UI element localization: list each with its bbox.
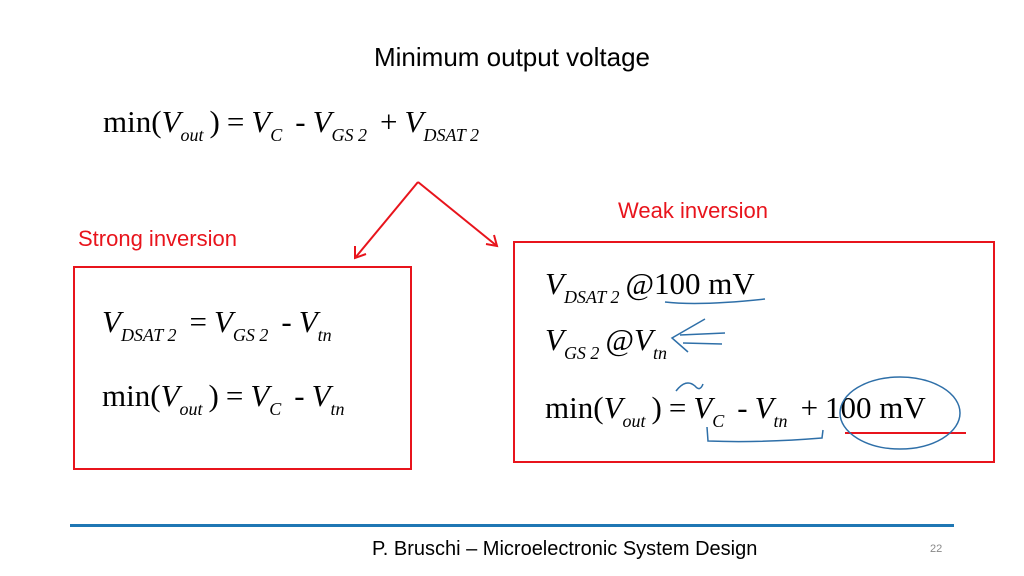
subscript: tn	[317, 325, 332, 345]
branch-arrows	[354, 181, 966, 434]
math-symbol: V	[312, 104, 332, 139]
weak-inversion-box	[513, 241, 995, 463]
ink-squiggle	[675, 382, 704, 392]
math-symbol: (	[150, 378, 161, 413]
subscript: DSAT 2	[120, 325, 177, 345]
math-symbol: V	[693, 390, 713, 425]
math-symbol: V	[404, 104, 424, 139]
math-symbol: min	[103, 104, 152, 139]
operator: -	[294, 378, 305, 413]
operator: +	[380, 104, 398, 139]
operator: =	[668, 390, 687, 425]
ink-arrow-vtn	[670, 318, 726, 353]
subscript: C	[269, 399, 282, 419]
equation-general: min(Vout)=VC-VGS 2+VDSAT 2	[103, 104, 485, 145]
arrow-to-weak	[417, 181, 498, 247]
math-symbol: V	[251, 104, 271, 139]
equation-vdsat-strong: VDSAT 2=VGS 2-Vtn	[102, 304, 338, 345]
arrowhead-weak	[485, 234, 499, 248]
math-symbol: V	[754, 390, 774, 425]
math-symbol: V	[603, 390, 623, 425]
equation-vdsat-weak: VDSAT 2@100 mV	[545, 266, 755, 307]
label-strong-inversion: Strong inversion	[78, 226, 237, 251]
math-symbol: )	[651, 390, 662, 425]
label-weak-inversion: Weak inversion	[618, 198, 768, 223]
handwritten-ink	[664, 298, 961, 450]
operator: =	[226, 104, 245, 139]
math-symbol: V	[545, 322, 564, 357]
operator: -	[295, 104, 306, 139]
ink-bracket	[706, 426, 824, 443]
math-symbol: @	[605, 322, 634, 357]
ink-circle	[839, 376, 961, 450]
math-symbol: min	[102, 378, 151, 413]
subscript: C	[270, 125, 283, 145]
equation-minvout-weak: min(Vout)=VC-Vtn+100 mV	[545, 390, 926, 431]
operator: -	[281, 304, 292, 339]
arrow-to-strong	[354, 181, 419, 259]
subscript: GS 2	[331, 125, 368, 145]
subscript: out	[622, 411, 646, 431]
math-symbol: V	[161, 104, 181, 139]
math-symbol: @	[625, 266, 655, 301]
subscript: DSAT 2	[563, 287, 620, 307]
subscript: tn	[652, 343, 667, 363]
math-symbol: (	[593, 390, 604, 425]
subscript: GS 2	[563, 343, 600, 363]
ink-underline-100mv	[664, 298, 766, 305]
subscript: out	[179, 399, 203, 419]
operator: =	[189, 304, 207, 339]
page-number: 22	[930, 543, 943, 555]
subscript: tn	[773, 411, 788, 431]
strong-inversion-box	[73, 266, 412, 470]
subscript: DSAT 2	[423, 125, 479, 145]
footer-text: P. Bruschi – Microelectronic System Desi…	[372, 538, 758, 560]
math-symbol: (	[151, 104, 162, 139]
subscript: tn	[330, 399, 345, 419]
math-symbol: )	[208, 378, 219, 413]
math-symbol: V	[311, 378, 331, 413]
math-symbol: )	[209, 104, 220, 139]
subscript: C	[712, 411, 725, 431]
subscript: out	[180, 125, 204, 145]
equation-vgs-weak: VGS 2@Vtn	[545, 322, 673, 363]
math-symbol: min	[545, 390, 594, 425]
operator: -	[737, 390, 748, 425]
arrowhead-strong	[354, 246, 367, 260]
math-symbol: V	[545, 266, 564, 301]
math-symbol: 100 mV	[825, 390, 926, 425]
footer-divider	[70, 524, 954, 527]
slide-title: Minimum output voltage	[373, 42, 651, 72]
math-symbol: V	[102, 304, 121, 339]
equation-minvout-strong: min(Vout)=VC-Vtn	[102, 378, 351, 419]
math-symbol: 100 mV	[654, 266, 755, 301]
math-symbol: V	[298, 304, 318, 339]
math-symbol: V	[634, 322, 653, 357]
operator: =	[225, 378, 244, 413]
math-symbol: V	[160, 378, 180, 413]
subscript: GS 2	[232, 325, 269, 345]
math-symbol: V	[250, 378, 270, 413]
math-symbol: V	[213, 304, 233, 339]
operator: +	[800, 390, 819, 425]
